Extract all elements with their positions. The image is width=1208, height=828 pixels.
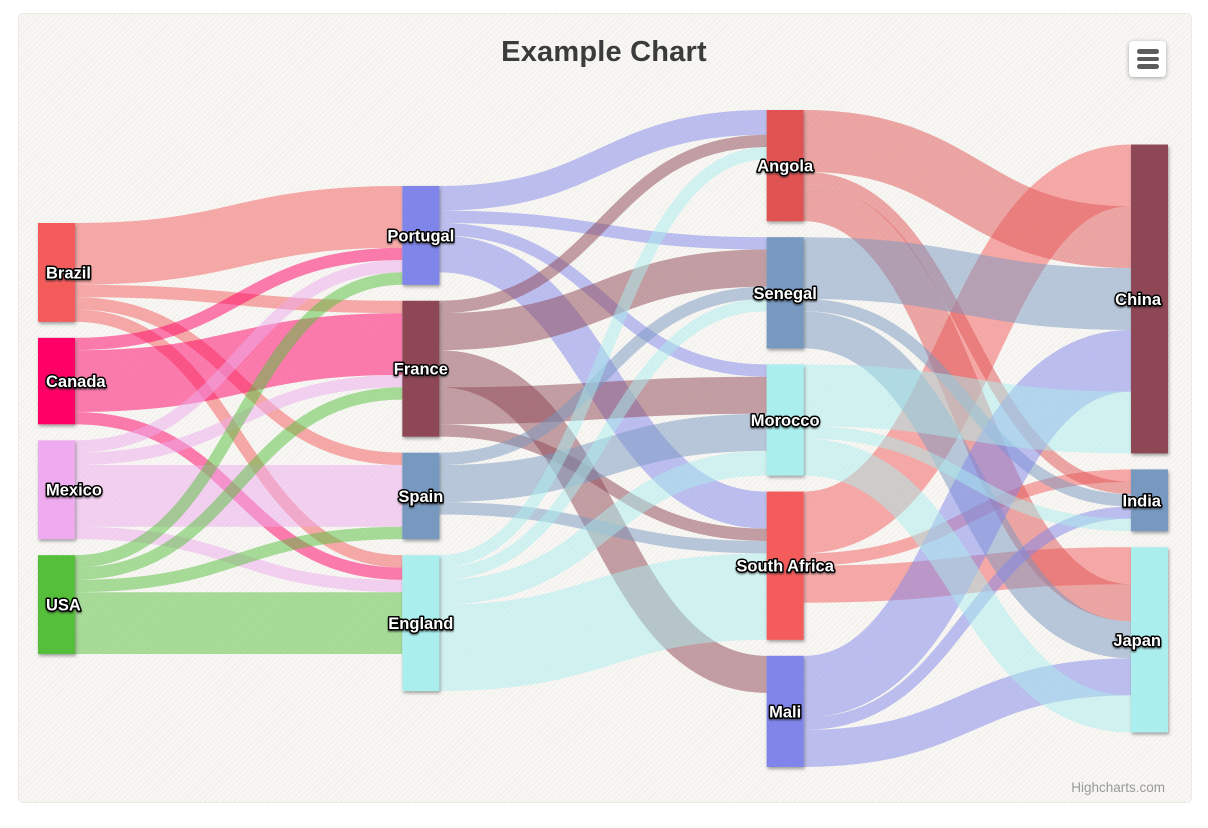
sankey-link-england-to-south-africa[interactable] [439,553,767,692]
sankey-node-canada[interactable] [38,337,75,425]
sankey-node-mali[interactable] [766,655,804,767]
sankey-link-mali-to-japan[interactable] [803,658,1132,767]
highcharts-credit[interactable]: Highcharts.com [1071,780,1165,795]
sankey-link-usa-to-spain[interactable] [74,526,403,593]
node-label-india: India [1122,492,1161,510]
node-label-mexico: Mexico [46,482,102,500]
sankey-link-brazil-to-portugal[interactable] [74,185,403,285]
sankey-node-usa[interactable] [38,555,75,654]
node-label-brazil: Brazil [46,264,91,282]
node-label-usa: USA [46,597,81,615]
sankey-link-mali-to-china[interactable] [801,329,1133,718]
sankey-link-france-to-south-africa[interactable] [439,424,767,541]
node-label-angola: Angola [757,158,814,176]
node-label-japan: Japan [1113,632,1161,650]
sankey-link-france-to-morocco[interactable] [439,376,767,425]
sankey-node-south-africa[interactable] [766,491,804,640]
sankey-link-morocco-to-china[interactable] [803,364,1132,454]
sankey-link-brazil-to-england[interactable] [74,309,403,568]
node-label-portugal: Portugal [387,227,454,245]
sankey-link-spain-to-morocco[interactable] [439,413,767,503]
sankey-node-brazil[interactable] [38,223,75,322]
node-label-canada: Canada [46,373,106,391]
sankey-link-angola-to-china[interactable] [803,110,1132,269]
sankey-link-england-to-senegal[interactable] [439,298,767,580]
sankey-node-angola[interactable] [766,110,804,222]
node-label-south-africa: South Africa [736,558,834,576]
sankey-link-spain-to-senegal[interactable] [439,286,767,466]
sankey-link-mexico-to-portugal[interactable] [74,260,403,453]
sankey-link-usa-to-france[interactable] [74,387,403,580]
sankey-link-england-to-morocco[interactable] [439,450,767,605]
sankey-node-mexico[interactable] [38,440,75,540]
sankey-link-usa-to-portugal[interactable] [74,272,403,568]
sankey-link-france-to-senegal[interactable] [439,249,767,351]
sankey-nodes [38,110,1168,767]
sankey-node-spain[interactable] [402,452,440,540]
sankey-node-morocco[interactable] [766,364,804,476]
sankey-link-morocco-to-india[interactable] [803,426,1132,532]
sankey-link-france-to-angola[interactable] [439,134,767,314]
node-label-france: France [394,361,448,379]
sankey-node-portugal[interactable] [402,185,440,285]
chart-title: Example Chart [501,36,707,68]
node-label-china: China [1115,291,1162,309]
sankey-link-south-africa-to-china[interactable] [801,144,1134,554]
sankey-link-senegal-to-china[interactable] [803,237,1132,330]
node-label-mali: Mali [769,703,801,721]
sankey-link-morocco-to-japan[interactable] [802,438,1132,733]
sankey-links [74,109,1134,767]
hamburger-icon [1136,49,1159,69]
context-menu-button[interactable] [1129,41,1166,77]
sankey-node-india[interactable] [1131,469,1168,532]
sankey-link-angola-to-india[interactable] [803,171,1132,495]
sankey-link-england-to-angola[interactable] [439,147,767,568]
sankey-node-china[interactable] [1131,144,1168,454]
sankey-node-france[interactable] [402,300,440,437]
node-label-spain: Spain [398,488,443,506]
sankey-link-portugal-to-angola[interactable] [439,109,767,211]
node-label-senegal: Senegal [754,285,817,303]
node-label-england: England [388,615,453,633]
sankey-link-canada-to-portugal[interactable] [74,247,403,351]
sankey-node-england[interactable] [402,555,440,692]
sankey-node-senegal[interactable] [766,237,804,349]
node-label-morocco: Morocco [751,412,820,430]
sankey-node-japan[interactable] [1131,547,1168,733]
